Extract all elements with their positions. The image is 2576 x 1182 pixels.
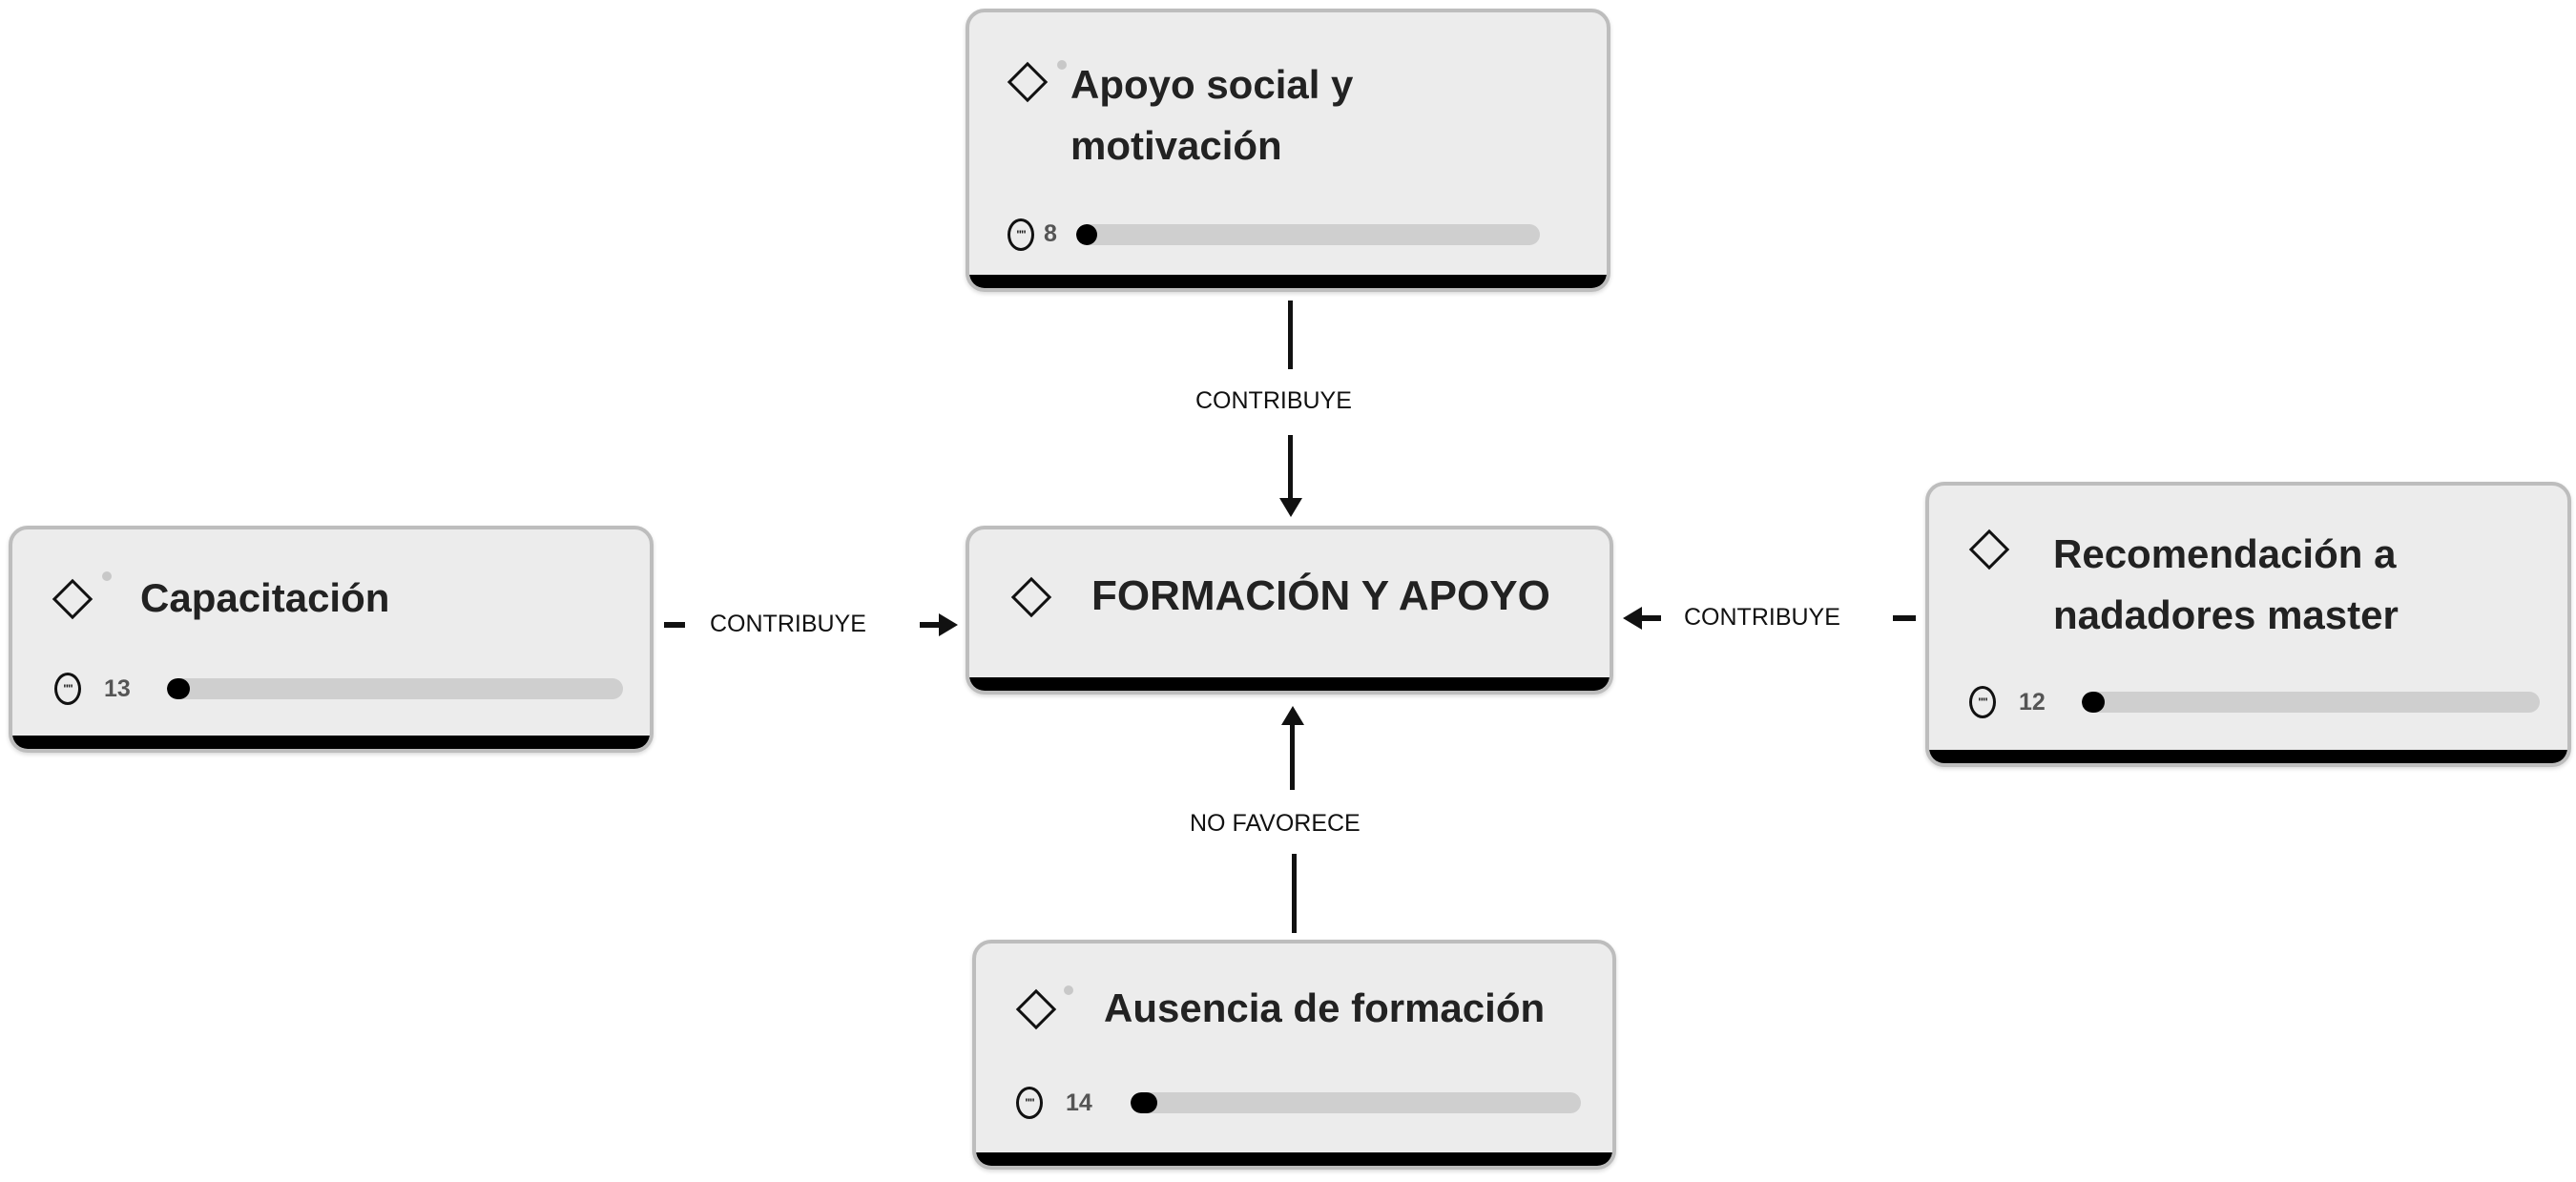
- progress-bar: [167, 678, 623, 699]
- diamond-icon: [52, 578, 93, 620]
- card-footer-bar: [12, 736, 650, 749]
- node-title: Recomendación a nadadores master: [2053, 531, 2399, 637]
- node-formacion-y-apoyo[interactable]: FORMACIÓN Y APOYO: [966, 526, 1613, 695]
- node-count: 13: [104, 675, 131, 702]
- edge-line: [1288, 301, 1293, 369]
- progress-fill: [2082, 692, 2105, 713]
- progress-fill: [1131, 1092, 1158, 1113]
- node-ausencia-de-formacion[interactable]: Ausencia de formación "" 14: [972, 940, 1616, 1170]
- progress-bar: [2082, 692, 2540, 713]
- node-title: Capacitación: [140, 575, 390, 620]
- edge-line: [1288, 435, 1293, 504]
- card-footer-bar: [976, 1152, 1612, 1166]
- card-footer-bar: [1929, 750, 2567, 763]
- diamond-icon: [1968, 529, 2010, 570]
- arrow-up-icon: [1281, 706, 1304, 725]
- edge-label-right: CONTRIBUYE: [1684, 604, 1840, 631]
- node-title: Ausencia de formación: [1104, 985, 1546, 1030]
- arrow-right-icon: [939, 613, 958, 636]
- progress-bar: [1131, 1092, 1581, 1113]
- diamond-icon: [1015, 988, 1057, 1030]
- quote-bubble-icon: "": [54, 673, 81, 705]
- edge-line: [664, 622, 685, 628]
- edge-line: [1290, 723, 1295, 790]
- card-footer-bar: [969, 677, 1610, 691]
- progress-fill: [1076, 224, 1097, 245]
- quote-bubble-icon: "": [1016, 1087, 1043, 1119]
- quote-bubble-icon: "": [1008, 218, 1034, 251]
- node-count: 12: [2019, 689, 2046, 715]
- progress-bar: [1076, 224, 1540, 245]
- node-count: 14: [1066, 1089, 1092, 1116]
- status-dot: [102, 571, 112, 581]
- diamond-icon: [1007, 61, 1049, 103]
- edge-line: [1893, 615, 1916, 621]
- node-title: Apoyo social y motivación: [1070, 62, 1354, 168]
- arrow-left-icon: [1623, 607, 1642, 630]
- node-apoyo-social[interactable]: Apoyo social y motivación "" 8: [966, 9, 1610, 292]
- edge-label-left: CONTRIBUYE: [710, 611, 866, 637]
- edge-line: [920, 622, 941, 628]
- status-dot: [1064, 985, 1073, 995]
- node-capacitacion[interactable]: Capacitación "" 13: [9, 526, 654, 753]
- node-count: 8: [1044, 220, 1057, 247]
- edge-line: [1292, 854, 1297, 933]
- progress-fill: [167, 678, 190, 699]
- node-recomendacion[interactable]: Recomendación a nadadores master "" 12: [1925, 482, 2571, 767]
- edge-line: [1640, 615, 1661, 621]
- arrow-down-icon: [1279, 498, 1302, 517]
- quote-bubble-icon: "": [1969, 686, 1996, 718]
- edge-label-bottom: NO FAVORECE: [1190, 810, 1361, 837]
- edge-label-top: CONTRIBUYE: [1195, 387, 1352, 414]
- node-title: FORMACIÓN Y APOYO: [1091, 572, 1550, 619]
- diamond-icon: [1010, 576, 1052, 618]
- card-footer-bar: [969, 275, 1607, 288]
- status-dot: [1057, 60, 1067, 70]
